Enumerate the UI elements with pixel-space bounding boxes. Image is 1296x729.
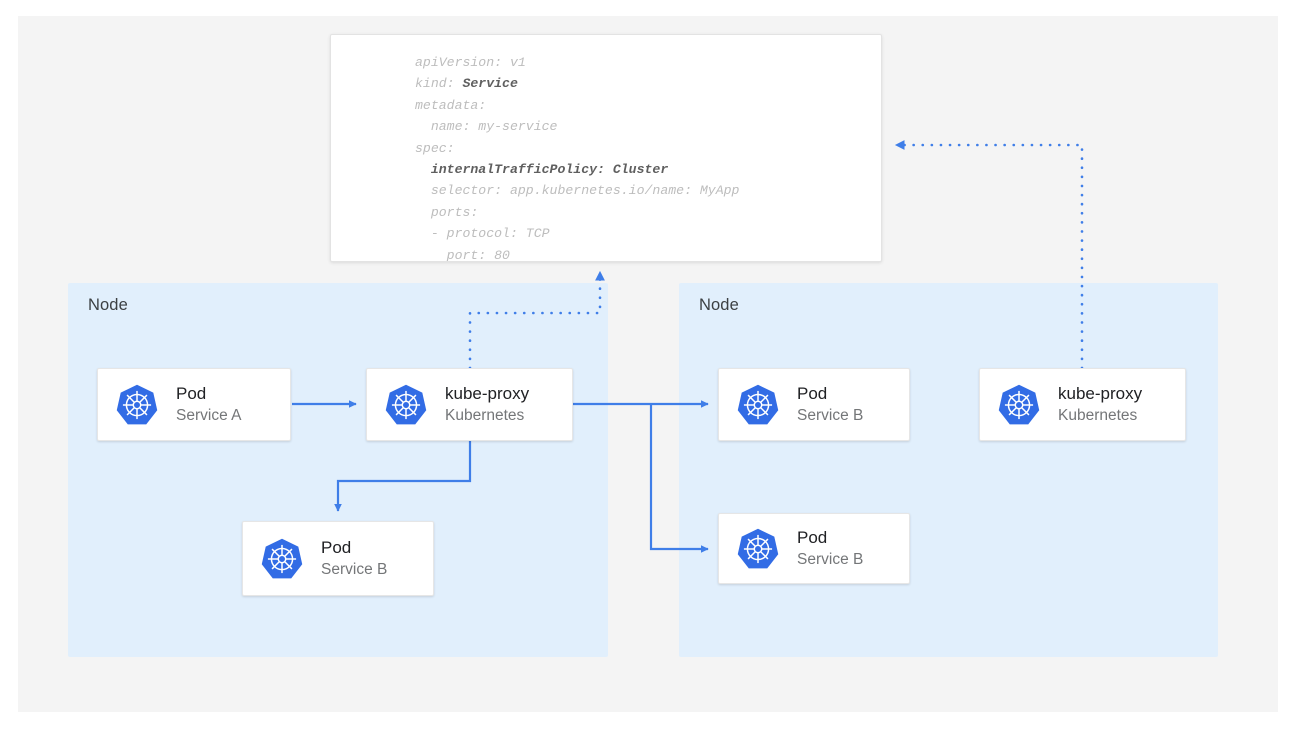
card-pod-service-b-right-bottom[interactable]: Pod Service B bbox=[718, 513, 910, 584]
card-title: Pod bbox=[176, 383, 207, 403]
kubernetes-logo-icon bbox=[997, 383, 1041, 427]
card-subtitle: Service A bbox=[176, 406, 242, 424]
card-kube-proxy-left[interactable]: kube-proxy Kubernetes bbox=[366, 368, 573, 441]
card-labels: Pod Service B bbox=[797, 383, 863, 427]
card-subtitle: Service B bbox=[321, 560, 388, 578]
yaml-value-emphasis: Service bbox=[462, 76, 518, 92]
card-kube-proxy-right[interactable]: kube-proxy Kubernetes bbox=[979, 368, 1186, 441]
card-subtitle: Service B bbox=[797, 406, 864, 424]
card-subtitle: Kubernetes bbox=[1058, 406, 1138, 424]
card-title: Pod bbox=[321, 537, 352, 557]
yaml-line: internalTrafficPolicy: Cluster bbox=[415, 162, 669, 178]
card-pod-service-b-right-top[interactable]: Pod Service B bbox=[718, 368, 910, 441]
card-subtitle: Kubernetes bbox=[445, 406, 525, 424]
card-pod-service-b-left[interactable]: Pod Service B bbox=[242, 521, 434, 596]
yaml-line: port: 80 bbox=[415, 247, 510, 262]
node-label-left: Node bbox=[88, 296, 128, 314]
yaml-line: ports: bbox=[415, 204, 479, 220]
kubernetes-logo-icon bbox=[384, 383, 428, 427]
card-labels: kube-proxy Kubernetes bbox=[445, 383, 529, 427]
card-title: kube-proxy bbox=[445, 383, 530, 403]
yaml-line: apiVersion: v1 bbox=[415, 55, 526, 70]
card-labels: kube-proxy Kubernetes bbox=[1058, 383, 1142, 427]
kubernetes-logo-icon bbox=[736, 527, 780, 571]
kubernetes-logo-icon bbox=[115, 383, 159, 427]
yaml-line: kind: Service bbox=[415, 76, 518, 92]
node-container-left: Node bbox=[68, 283, 608, 657]
card-pod-service-a[interactable]: Pod Service A bbox=[97, 368, 291, 441]
card-labels: Pod Service A bbox=[176, 383, 241, 427]
card-title: kube-proxy bbox=[1058, 383, 1143, 403]
node-container-right: Node bbox=[679, 283, 1218, 657]
card-subtitle: Service B bbox=[797, 550, 864, 568]
card-title: Pod bbox=[797, 527, 828, 547]
service-spec-yaml: apiVersion: v1 kind: Service metadata: nam… bbox=[415, 52, 740, 262]
yaml-line: - protocol: TCP bbox=[415, 226, 550, 242]
kubernetes-logo-icon bbox=[736, 383, 780, 427]
yaml-line: name: my-service bbox=[415, 119, 558, 135]
card-labels: Pod Service B bbox=[321, 537, 387, 581]
yaml-line: spec: bbox=[415, 140, 455, 156]
yaml-line: metadata: bbox=[415, 97, 487, 113]
service-spec-card: apiVersion: v1 kind: Service metadata: nam… bbox=[330, 34, 882, 262]
card-labels: Pod Service B bbox=[797, 527, 863, 571]
node-label-right: Node bbox=[699, 296, 739, 314]
kubernetes-logo-icon bbox=[260, 537, 304, 581]
card-title: Pod bbox=[797, 383, 828, 403]
yaml-line: selector: app.kubernetes.io/name: MyApp bbox=[415, 183, 740, 199]
